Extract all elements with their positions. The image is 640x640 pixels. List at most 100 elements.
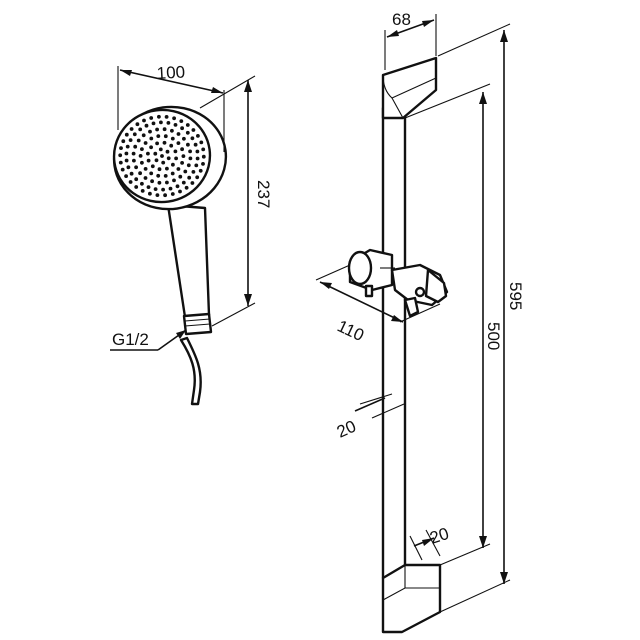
dim-20-mid-label: 20 — [334, 417, 359, 442]
nozzle-dot — [155, 127, 160, 132]
nozzle-dot — [138, 154, 143, 158]
hand-shower — [112, 105, 228, 406]
nozzle-dot — [195, 175, 200, 180]
nozzle-dot — [150, 164, 155, 169]
nozzle-dot — [118, 160, 123, 165]
nozzle-dot — [140, 181, 144, 186]
nozzle-dot — [188, 149, 193, 154]
nozzle-dot — [186, 163, 191, 168]
nozzle-dot — [193, 142, 198, 147]
nozzle-dot — [160, 154, 164, 158]
nozzle-dot — [146, 185, 151, 190]
nozzle-dot — [121, 139, 126, 144]
nozzle-dot — [188, 156, 193, 161]
nozzle-dot — [201, 147, 206, 152]
nozzle-dot — [149, 136, 154, 141]
nozzle-dot — [176, 167, 181, 171]
nozzle-dot — [166, 121, 171, 125]
nozzle-dot — [191, 170, 196, 174]
nozzle-dot — [178, 174, 183, 179]
nozzle-dot — [155, 141, 160, 146]
spray-nozzles — [118, 114, 206, 198]
nozzle-dot — [187, 175, 192, 180]
nozzle-dot — [170, 128, 174, 133]
thread-callout: G1/2 — [110, 329, 187, 351]
nozzle-dot — [186, 142, 190, 147]
nozzle-dot — [146, 158, 151, 163]
nozzle-dot — [120, 167, 125, 172]
bottom-bracket — [381, 563, 442, 634]
slide-bar — [347, 56, 449, 634]
nozzle-dot — [181, 180, 186, 185]
bar-shaft — [381, 106, 407, 580]
top-bracket — [381, 56, 438, 120]
dim-110-label: 110 — [334, 316, 367, 345]
nozzle-dot — [132, 158, 136, 163]
nozzle-dot — [175, 184, 180, 189]
nozzle-dot — [171, 162, 175, 167]
dim-500-label: 500 — [484, 322, 503, 350]
nozzle-dot — [196, 134, 200, 138]
nozzle-dot — [132, 132, 137, 137]
nozzle-dot — [153, 151, 158, 156]
nozzle-dot — [161, 160, 166, 165]
nozzle-dot — [165, 166, 169, 171]
nozzle-dot — [143, 176, 148, 180]
nozzle-dot — [138, 171, 143, 176]
nozzle-dot — [134, 185, 139, 189]
nozzle-dot — [165, 149, 170, 154]
dim-595-label: 595 — [506, 282, 525, 310]
nozzle-dot — [138, 127, 143, 132]
nozzle-dot — [150, 179, 155, 184]
nozzle-dot — [149, 145, 154, 150]
dim-237-label: 237 — [254, 180, 273, 208]
nozzle-dot — [162, 140, 167, 145]
nozzle-dot — [195, 156, 200, 161]
nozzle-dot — [124, 151, 129, 156]
nozzle-dot — [156, 173, 161, 178]
nozzle-dot — [179, 119, 184, 123]
nozzle-dot — [173, 149, 178, 154]
nozzle-dot — [163, 174, 168, 178]
nozzle-dot — [140, 189, 145, 193]
nozzle-dot — [124, 158, 129, 163]
nozzle-dot — [134, 165, 139, 170]
nozzle-dot — [143, 167, 148, 171]
nozzle-dot — [157, 167, 162, 172]
nozzle-dot — [168, 186, 173, 191]
nozzle-dot — [148, 129, 152, 134]
dim-bar-total: 595 — [437, 23, 525, 613]
nozzle-dot — [118, 153, 123, 158]
nozzle-dot — [140, 147, 144, 152]
nozzle-dot — [157, 180, 162, 185]
nozzle-dot — [125, 144, 130, 149]
nozzle-dot — [162, 127, 167, 132]
nozzle-dot — [153, 187, 158, 192]
nozzle-dot — [191, 128, 196, 132]
nozzle-dot — [124, 132, 129, 137]
nozzle-dot — [198, 168, 203, 173]
nozzle-dot — [158, 147, 163, 152]
nozzle-dot — [195, 149, 200, 154]
dim-100-label: 100 — [156, 63, 185, 83]
dim-handshower-length: 237 — [199, 75, 273, 327]
nozzle-dot — [201, 154, 206, 159]
nozzle-dot — [180, 161, 185, 165]
nozzle-dot — [135, 122, 140, 127]
nozzle-dot — [159, 120, 163, 125]
nozzle-dot — [180, 147, 185, 152]
nozzle-dot — [194, 163, 199, 168]
nozzle-dot — [178, 189, 182, 194]
nozzle-dot — [133, 144, 138, 149]
nozzle-dot — [129, 127, 134, 131]
nozzle-dot — [144, 123, 149, 128]
nozzle-dot — [184, 185, 189, 190]
nozzle-dot — [128, 180, 133, 184]
nozzle-dot — [119, 146, 123, 151]
nozzle-dot — [131, 151, 136, 156]
nozzle-dot — [164, 115, 169, 119]
nozzle-dot — [201, 162, 205, 166]
nozzle-dot — [148, 191, 152, 196]
nozzle-dot — [156, 134, 161, 139]
